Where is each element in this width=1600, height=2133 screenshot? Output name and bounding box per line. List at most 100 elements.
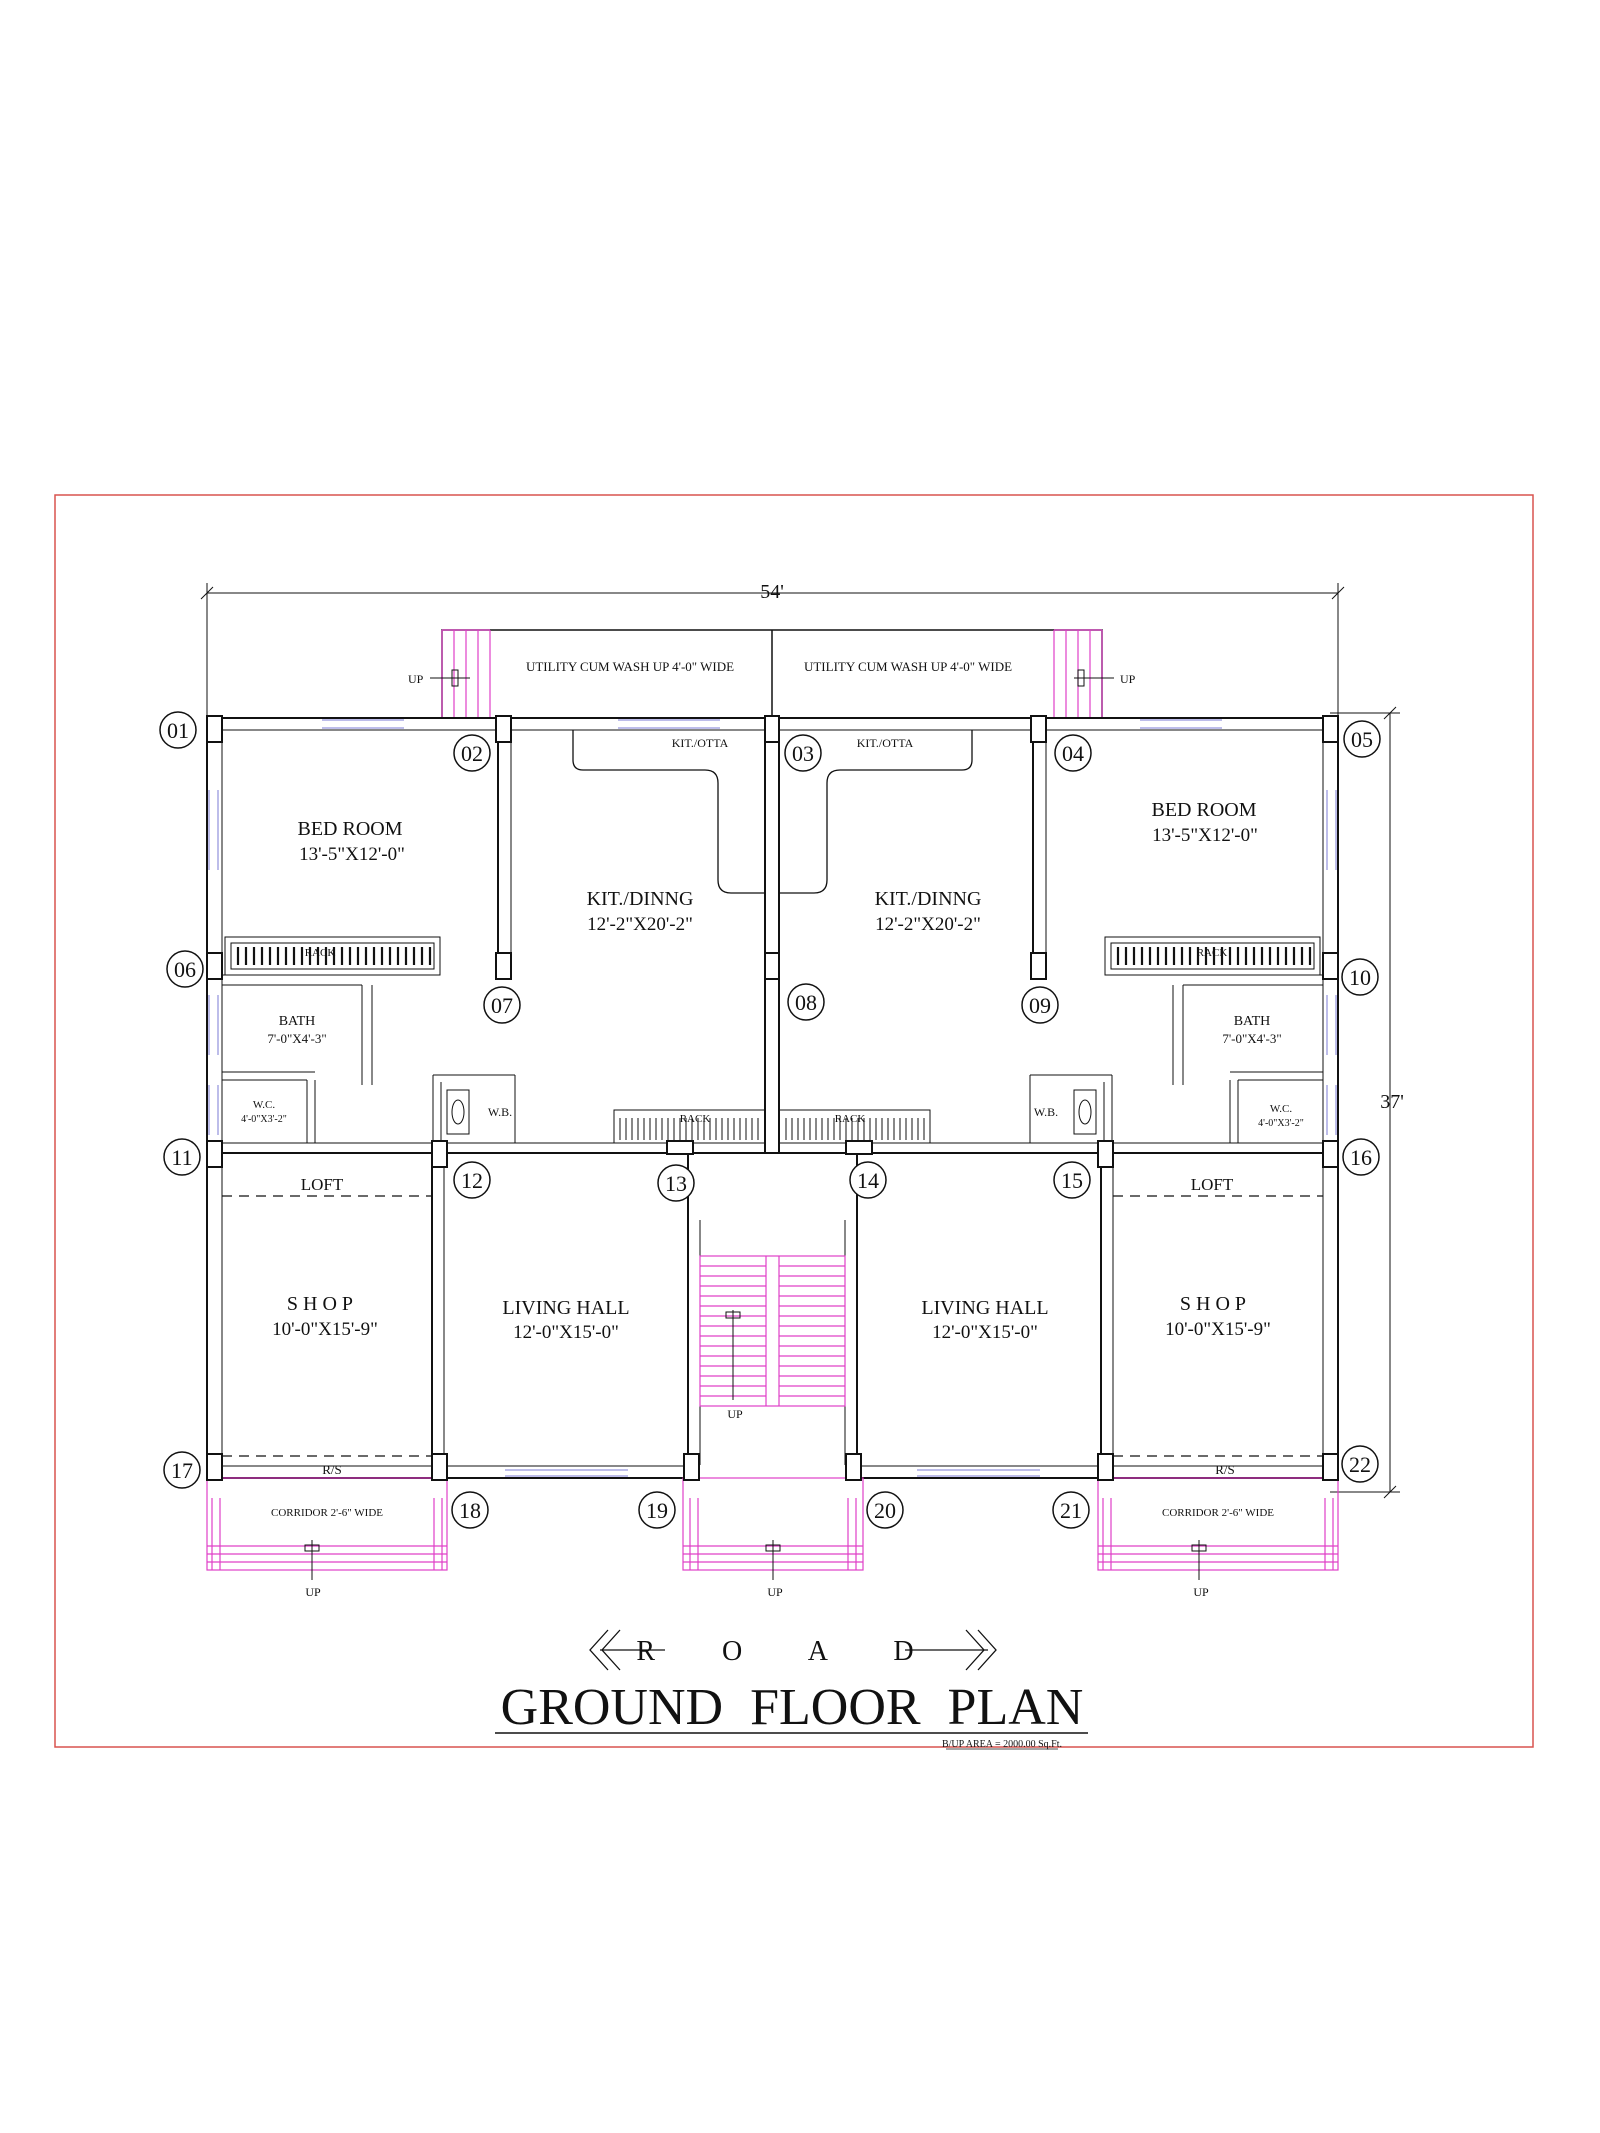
column-label-14: 14 (857, 1168, 879, 1193)
room-size-bath-right: 7'-0"X4'-3" (1222, 1031, 1281, 1046)
room-size-wc-left: 4'-0"X3'-2" (241, 1114, 287, 1125)
column-label-17: 17 (171, 1458, 193, 1483)
depth-dimension-label: 37' (1380, 1091, 1404, 1113)
corridor-label-right: CORRIDOR 2'-6" WIDE (1162, 1507, 1274, 1519)
room-size-kitchen-left: 12'-2"X20'-2" (587, 914, 693, 935)
column-label-16: 16 (1350, 1145, 1372, 1170)
room-size-shop-left: 10'-0"X15'-9" (272, 1319, 378, 1340)
corridor-right (1097, 1477, 1339, 1571)
loft-lines (222, 1195, 1323, 1457)
up-label-corridor-right: UP (1193, 1585, 1209, 1599)
room-size-bedroom-left: 13'-5"X12'-0" (299, 844, 405, 865)
column-label-12: 12 (461, 1168, 483, 1193)
room-size-shop-right: 10'-0"X15'-9" (1165, 1319, 1271, 1340)
room-size-kitchen-right: 12'-2"X20'-2" (875, 914, 981, 935)
kit-otta-label-left: KIT./OTTA (672, 736, 729, 750)
column-label-15: 15 (1061, 1168, 1083, 1193)
column-markers (159, 711, 1381, 1529)
up-label-utility-right: UP (1120, 672, 1136, 686)
stair-opening (700, 1465, 845, 1481)
room-size-bedroom-right: 13'-5"X12'-0" (1152, 825, 1258, 846)
rack-label-kitchen-right: RACK (835, 1113, 866, 1125)
utility-up-arrow-right (1074, 669, 1114, 687)
rack-bedroom-right (1104, 936, 1321, 976)
sheet-border (54, 494, 1534, 1748)
utility-stair-right (1053, 629, 1103, 718)
up-arrows-front (304, 1540, 1207, 1580)
column-label-21: 21 (1060, 1498, 1082, 1523)
up-label-corridor-left: UP (305, 1585, 321, 1599)
column-label-04: 04 (1062, 741, 1084, 766)
room-name-wc-right: W.C. (1270, 1103, 1292, 1115)
room-name-kitchen-left: KIT./DINNG (587, 888, 694, 910)
structural-columns (206, 715, 1339, 1481)
kit-otta-label-right: KIT./OTTA (857, 736, 914, 750)
rs-label-right: R/S (1215, 1462, 1235, 1477)
up-label-entrance: UP (767, 1585, 783, 1599)
column-label-07: 07 (491, 993, 513, 1018)
road-label: R O A D (636, 1636, 943, 1667)
column-label-09: 09 (1029, 993, 1051, 1018)
room-name-bath-left: BATH (279, 1014, 316, 1029)
road-arrow (589, 1629, 997, 1671)
column-label-10: 10 (1349, 965, 1371, 990)
column-label-22: 22 (1349, 1452, 1371, 1477)
loft-label-left: LOFT (301, 1175, 344, 1194)
wb-label-left: W.B. (488, 1105, 512, 1119)
page-title: GROUND FLOOR PLAN (501, 1679, 1084, 1736)
width-dimension (200, 583, 1345, 720)
rack-bedroom-left (224, 936, 441, 976)
wash-basin-left (446, 1089, 470, 1135)
utility-balcony (441, 629, 1103, 719)
room-size-living-left: 12'-0"X15'-0" (513, 1322, 619, 1343)
area-note: B/UP AREA = 2000.00 Sq.Ft. (942, 1739, 1062, 1750)
column-label-19: 19 (646, 1498, 668, 1523)
column-label-11: 11 (171, 1145, 192, 1170)
column-label-20: 20 (874, 1498, 896, 1523)
depth-dimension (1330, 706, 1400, 1499)
column-marker-labels: 01 02 03 04 05 06 07 08 09 10 11 12 13 1… (167, 718, 1373, 1523)
rack-label-bedroom-right: RACK (1197, 947, 1228, 959)
utility-label-left: UTILITY CUM WASH UP 4'-0" WIDE (526, 659, 734, 674)
room-name-bath-right: BATH (1234, 1014, 1271, 1029)
rack-kitchen-left (613, 1109, 766, 1144)
room-size-wc-right: 4'-0"X3'-2" (1258, 1118, 1304, 1129)
room-name-living-right: LIVING HALL (921, 1297, 1048, 1319)
kitchen-otta-left (572, 730, 765, 894)
kitchen-otta-right (779, 730, 973, 894)
column-label-18: 18 (459, 1498, 481, 1523)
room-name-shop-right: S H O P (1180, 1293, 1246, 1315)
main-stair-up-arrow (725, 1310, 741, 1400)
column-label-05: 05 (1351, 727, 1373, 752)
utility-up-arrow-left (430, 669, 470, 687)
column-label-02: 02 (461, 741, 483, 766)
column-label-08: 08 (795, 990, 817, 1015)
room-name-living-left: LIVING HALL (502, 1297, 629, 1319)
rs-label-left: R/S (322, 1462, 342, 1477)
room-name-bedroom-left: BED ROOM (297, 818, 402, 840)
wash-basin-right (1073, 1089, 1097, 1135)
main-staircase (699, 1255, 846, 1407)
room-name-kitchen-right: KIT./DINNG (875, 888, 982, 910)
column-label-01: 01 (167, 718, 189, 743)
wb-label-right: W.B. (1034, 1105, 1058, 1119)
up-label-utility-left: UP (408, 672, 424, 686)
width-dimension-label: 54' (760, 581, 784, 603)
corridor-left (206, 1477, 448, 1571)
rack-label-bedroom-left: RACK (305, 947, 336, 959)
room-name-shop-left: S H O P (287, 1293, 353, 1315)
room-name-wc-left: W.C. (253, 1099, 275, 1111)
loft-label-right: LOFT (1191, 1175, 1234, 1194)
up-label-main-stair: UP (727, 1407, 743, 1421)
room-size-bath-left: 7'-0"X4'-3" (267, 1031, 326, 1046)
column-label-03: 03 (792, 741, 814, 766)
rack-label-kitchen-left: RACK (680, 1113, 711, 1125)
room-size-living-right: 12'-0"X15'-0" (932, 1322, 1038, 1343)
column-label-06: 06 (174, 957, 196, 982)
corridor-label-left: CORRIDOR 2'-6" WIDE (271, 1507, 383, 1519)
column-label-13: 13 (665, 1171, 687, 1196)
windows (208, 719, 1337, 1477)
room-name-bedroom-right: BED ROOM (1151, 799, 1256, 821)
utility-label-right: UTILITY CUM WASH UP 4'-0" WIDE (804, 659, 1012, 674)
